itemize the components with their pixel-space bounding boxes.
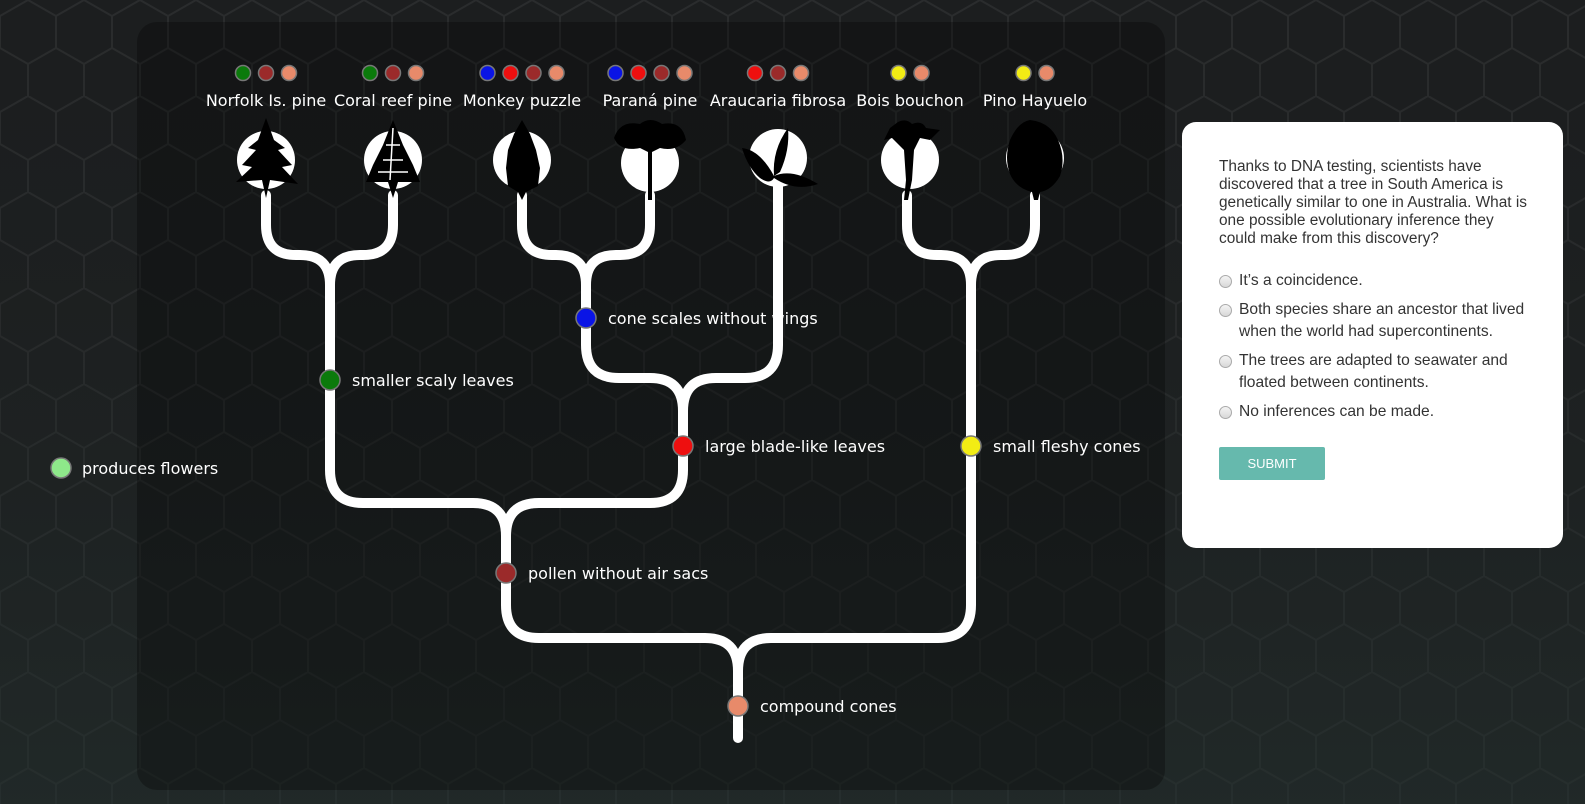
trait-dot-salmon [548,64,565,82]
produces-flowers-label: produces flowers [82,459,218,478]
option-label: No inferences can be made. [1239,403,1435,420]
node-label: compound cones [760,697,897,716]
node-label: cone scales without wings [608,309,818,328]
spruce-tree-icon [364,120,422,198]
option-label: It’s a coincidence. [1239,272,1363,289]
species-label: Araucaria fibrosa [710,91,846,110]
radio-button[interactable] [1219,406,1232,419]
species-label: Paraná pine [603,91,698,110]
node-label: pollen without air sacs [528,564,708,583]
node-marker-salmon [727,695,749,717]
node-marker-yellow [960,435,982,457]
trait-dot-yellow [890,64,907,82]
radio-button[interactable] [1219,304,1232,317]
trait-dot-green [361,64,379,82]
option-shared-ancestor[interactable]: Both species share an ancestor that live… [1219,299,1527,343]
trait-dot-red [630,64,647,82]
trait-dot-blue [607,64,624,82]
trait-dot-salmon [792,64,810,82]
species-label: Coral reef pine [334,91,452,110]
option-no-inference[interactable]: No inferences can be made. [1219,401,1527,423]
broad-tree-icon [1006,120,1064,200]
species-label: Norfolk Is. pine [206,91,326,110]
node-label: large blade-like leaves [705,437,885,456]
option-label: Both species share an ancestor that live… [1239,301,1525,340]
radio-button[interactable] [1219,275,1232,288]
species-label: Pino Hayuelo [983,91,1087,110]
trait-dot-red [746,64,764,82]
trait-dot-darkred [257,64,275,82]
trait-dot-green [234,64,252,82]
option-seawater[interactable]: The trees are adapted to seawater and fl… [1219,350,1527,394]
trait-dot-salmon [1038,64,1055,82]
option-label: The trees are adapted to seawater and fl… [1239,352,1508,391]
trait-dot-blue [479,64,496,82]
node-label: small fleshy cones [993,437,1141,456]
radio-button[interactable] [1219,355,1232,368]
sparse-tree-icon [881,120,940,200]
trait-dot-salmon [407,64,425,82]
trait-dot-darkred [525,64,542,82]
answer-options: It’s a coincidence. Both species share a… [1219,270,1527,423]
bladed-leaf-tree-icon [742,128,818,187]
umbrella-tree-icon [614,120,686,200]
columnar-tree-icon [493,120,551,200]
trait-dot-salmon [913,64,930,82]
produces-flowers-marker [50,457,72,479]
node-marker-darkred [495,562,517,584]
trait-dot-darkred [769,64,787,82]
submit-button[interactable]: SUBMIT [1219,447,1325,480]
node-marker-blue [575,307,597,329]
trait-dot-darkred [384,64,402,82]
species-label: Monkey puzzle [463,91,581,110]
species-label: Bois bouchon [856,91,964,110]
question-text: Thanks to DNA testing, scientists have d… [1219,158,1527,247]
trait-dot-salmon [280,64,298,82]
node-marker-red [672,435,694,457]
trait-dot-salmon [676,64,693,82]
node-marker-green [319,369,341,391]
node-label: smaller scaly leaves [352,371,514,390]
tree-icons [236,118,1064,200]
conifer-tree-icon [236,118,298,198]
tree-branches [261,165,1040,743]
trait-dot-darkred [653,64,670,82]
trait-dot-yellow [1015,64,1032,82]
question-card: Thanks to DNA testing, scientists have d… [1182,122,1563,548]
trait-dot-red [502,64,519,82]
option-coincidence[interactable]: It’s a coincidence. [1219,270,1527,292]
